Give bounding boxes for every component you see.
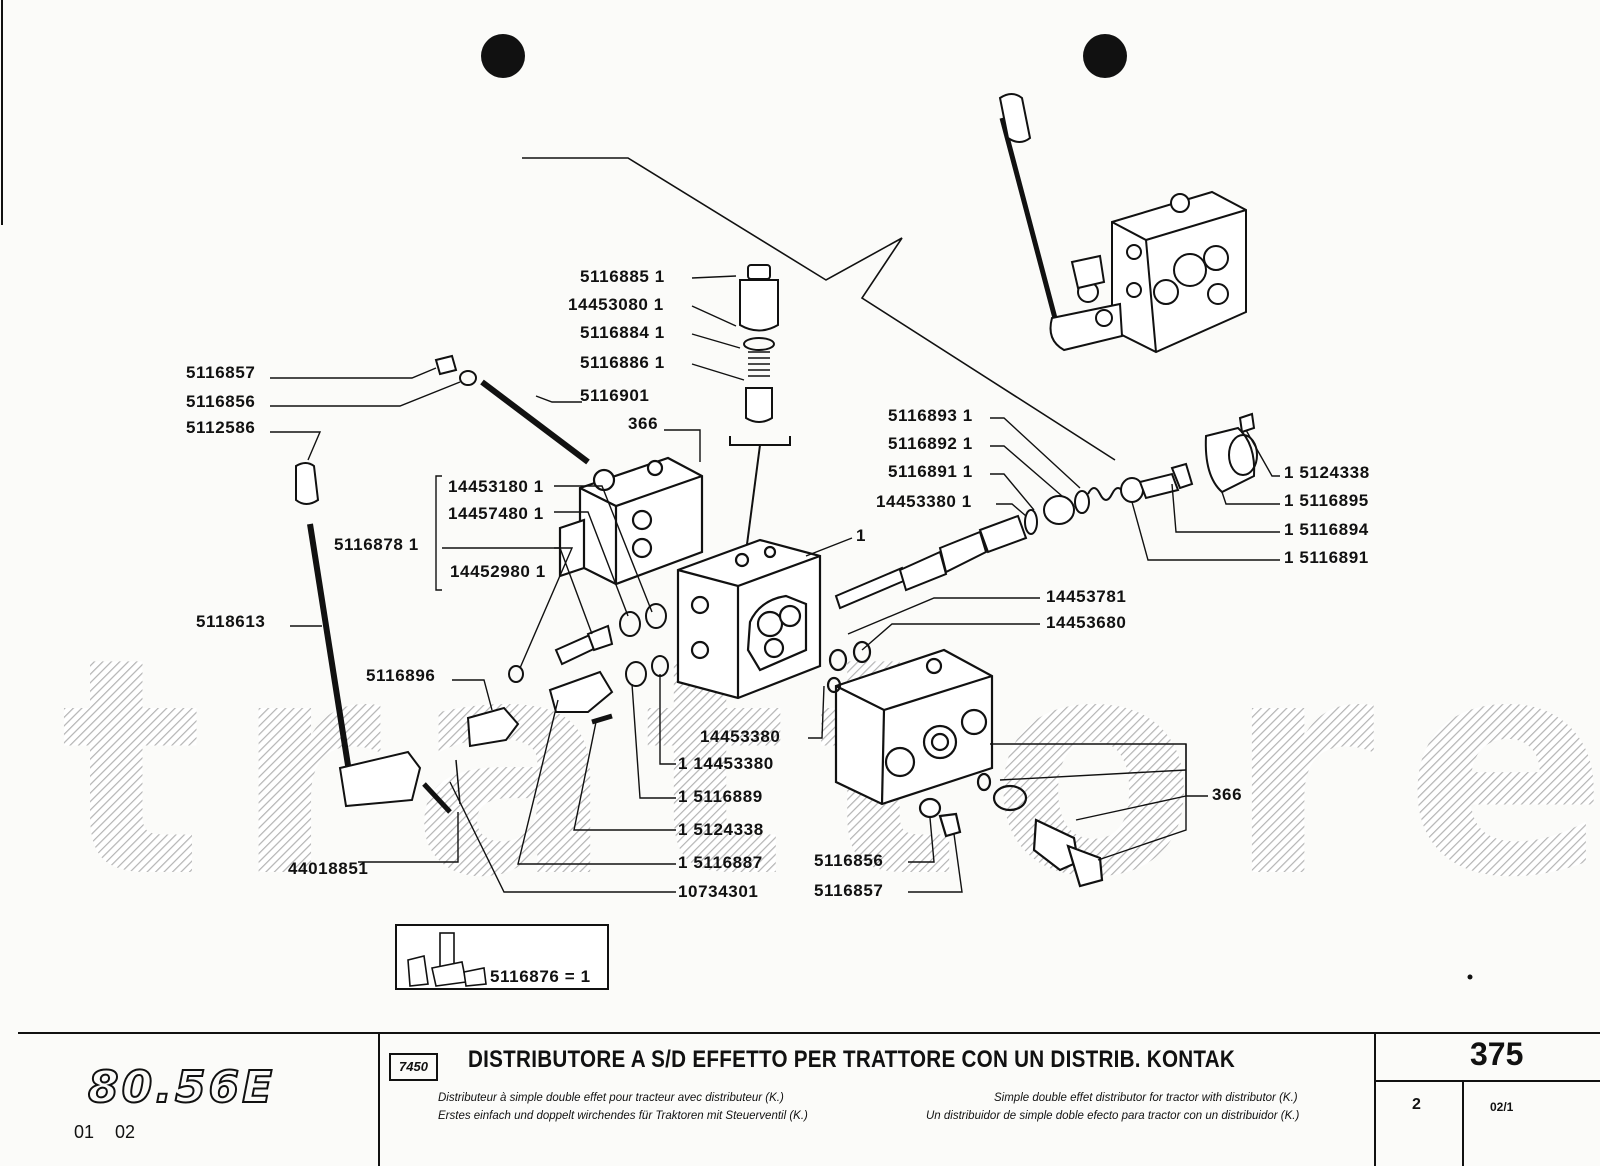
footer-divider	[378, 1032, 380, 1166]
part-label: 1 5124338	[1284, 463, 1370, 482]
binder-hole-left	[481, 34, 525, 78]
kit-parts-icon	[407, 932, 487, 987]
dot	[1467, 974, 1473, 980]
part-label: 44018851	[288, 859, 368, 878]
footer-divider	[1462, 1080, 1464, 1166]
part-label: 1 5116891	[1284, 548, 1369, 567]
main-valve-body	[676, 538, 822, 700]
footer-divider	[1374, 1032, 1376, 1166]
part-label: 5116857	[814, 881, 883, 900]
part-label: 14452980 1	[450, 562, 546, 581]
exploded-parts-diagram: trattore.it	[1, 0, 1600, 990]
part-label: 366	[628, 414, 658, 433]
watermark-text: trattore.it	[60, 594, 1600, 943]
part-label: 1 5116895	[1284, 491, 1369, 510]
part-label: 5112586	[186, 418, 255, 437]
part-label: 1	[856, 526, 866, 545]
footer-rule	[18, 1032, 1600, 1034]
part-label: 5116892 1	[888, 434, 973, 453]
subtitle-de: Erstes einfach und doppelt wirchendes fü…	[438, 1110, 808, 1122]
part-label: 1 14453380	[678, 754, 774, 773]
model-codes: 01 02	[74, 1122, 151, 1143]
subtitle-fr: Distributeur à simple double effet pour …	[438, 1092, 784, 1104]
page-number: 375	[1470, 1036, 1524, 1072]
kit-label: 5116876 = 1	[490, 967, 591, 986]
part-label: 5116856	[814, 851, 883, 870]
right-end-cover	[826, 640, 1104, 888]
part-label: 5116884 1	[580, 323, 665, 342]
leader-lines	[270, 275, 1280, 893]
spool-assembly	[834, 412, 1258, 610]
part-label: 5116857	[186, 363, 255, 382]
model-code: 02	[115, 1122, 136, 1142]
part-label: 5116901	[580, 386, 649, 405]
part-label: 14453781	[1046, 587, 1126, 606]
part-label: 5116893 1	[888, 406, 973, 425]
section-code-badge: 7450	[389, 1053, 438, 1081]
page-title: DISTRIBUTORE A S/D EFFETTO PER TRATTORE …	[468, 1046, 1236, 1073]
part-label: 14453080 1	[568, 295, 664, 314]
part-label: 1 5116889	[678, 787, 763, 806]
part-label: 1 5124338	[678, 820, 764, 839]
section-callout-line	[522, 157, 1116, 461]
part-label: 1 5116894	[1284, 520, 1369, 539]
subtitle-en: Simple double effet distributor for trac…	[994, 1092, 1298, 1104]
sheet-reference: 02/1	[1490, 1100, 1514, 1114]
model-code: 01	[74, 1122, 95, 1142]
part-label: 14457480 1	[448, 504, 544, 523]
footer-divider	[1374, 1080, 1600, 1082]
part-label: 14453680	[1046, 613, 1126, 632]
part-label: 14453180 1	[448, 477, 544, 496]
left-end-cover	[558, 456, 704, 586]
part-label: 5116891 1	[888, 462, 973, 481]
part-label: 14453380	[700, 727, 780, 746]
part-label: 14453380 1	[876, 492, 972, 511]
subtitle-es: Un distribuidor de simple doble efecto p…	[926, 1110, 1300, 1122]
part-label: 5116886 1	[580, 353, 665, 372]
part-label: 366	[1212, 785, 1242, 804]
binder-hole-right	[1083, 34, 1127, 78]
upper-plug-assembly	[729, 264, 791, 553]
part-label: 1 5116887	[678, 853, 763, 872]
assembled-valve-illustration	[998, 93, 1247, 354]
lever-and-small-parts	[295, 354, 669, 814]
model-name: 80.56E	[87, 1061, 276, 1114]
part-label: 5116856	[186, 392, 255, 411]
repair-kit-box: 5116876 = 1	[395, 924, 609, 990]
part-label: 5116896	[366, 666, 435, 685]
part-label: 5116878 1	[334, 535, 419, 554]
part-label: 5116885 1	[580, 267, 665, 286]
part-label: 10734301	[678, 882, 758, 901]
sheet-number: 2	[1412, 1096, 1421, 1113]
part-label: 5118613	[196, 612, 265, 631]
